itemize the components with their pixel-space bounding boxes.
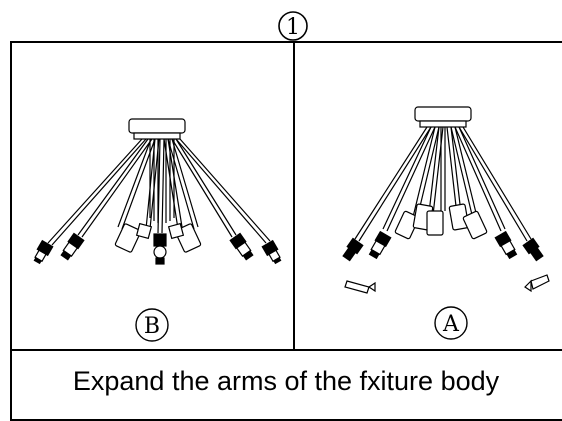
- panel-label-b: B: [144, 314, 160, 339]
- panel-label-a: A: [442, 312, 460, 337]
- fixture-folded-illustration: A: [342, 106, 550, 340]
- panel-a: A: [295, 43, 562, 349]
- panel-b: B: [12, 43, 293, 349]
- caption-divider: [10, 349, 562, 351]
- fixture-expanded-illustration: B: [33, 118, 282, 342]
- step-number: 1: [286, 15, 300, 40]
- instruction-caption: Expand the arms of the fxiture body: [72, 366, 500, 396]
- step-number-badge: 1: [278, 11, 308, 41]
- panel-divider: [293, 41, 295, 350]
